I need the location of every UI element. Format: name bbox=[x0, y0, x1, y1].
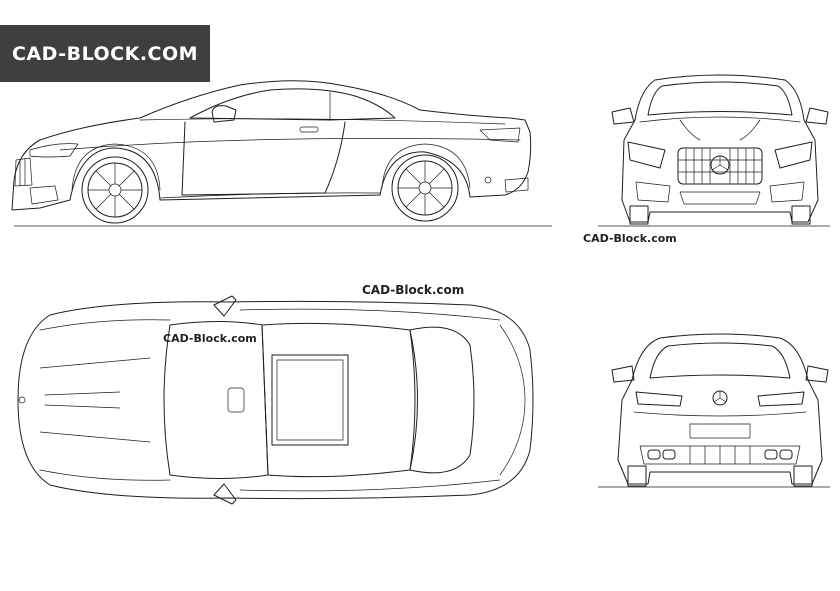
top-rear-window bbox=[409, 326, 475, 474]
rear-right-exhaust-1 bbox=[764, 449, 778, 460]
top-view bbox=[17, 295, 534, 505]
side-door bbox=[181, 121, 346, 196]
rear-left-mirror bbox=[611, 365, 635, 383]
side-rear-wheel bbox=[381, 143, 471, 222]
front-right-tyre bbox=[791, 205, 811, 225]
top-windshield bbox=[163, 321, 269, 479]
top-right-mirror bbox=[213, 483, 237, 505]
front-body-outline bbox=[621, 74, 819, 223]
top-roof bbox=[261, 322, 418, 478]
rear-body-outline bbox=[617, 333, 823, 485]
rear-right-tyre bbox=[793, 465, 813, 487]
front-left-headlight bbox=[627, 141, 666, 169]
front-right-headlight bbox=[774, 141, 813, 169]
side-view bbox=[11, 80, 552, 227]
front-right-mirror bbox=[805, 107, 829, 125]
front-grille bbox=[677, 147, 763, 185]
site-logo: CAD-BLOCK.COM bbox=[0, 25, 210, 82]
front-left-mirror bbox=[611, 107, 635, 125]
front-left-tyre bbox=[629, 205, 649, 225]
rear-view bbox=[598, 333, 830, 488]
top-body-outline bbox=[17, 300, 534, 500]
rear-left-exhaust-2 bbox=[662, 449, 676, 460]
watermark-middle: CAD-Block.com bbox=[362, 283, 465, 297]
rear-left-tyre bbox=[627, 465, 647, 487]
top-left-mirror bbox=[213, 295, 237, 317]
rear-left-taillight bbox=[635, 391, 683, 407]
front-view bbox=[598, 74, 830, 227]
watermark-front: CAD-Block.com bbox=[583, 232, 677, 245]
top-sunroof bbox=[271, 354, 349, 446]
rear-plate bbox=[689, 423, 751, 439]
front-windshield bbox=[647, 81, 793, 116]
rear-left-exhaust-1 bbox=[647, 449, 661, 460]
side-body-outline bbox=[11, 80, 532, 211]
rear-window bbox=[649, 342, 791, 379]
side-window bbox=[189, 88, 396, 121]
rear-right-taillight bbox=[757, 391, 805, 407]
rear-right-mirror bbox=[805, 365, 829, 383]
watermark-top: CAD-Block.com bbox=[163, 332, 257, 345]
rear-right-exhaust-2 bbox=[779, 449, 793, 460]
door-handle bbox=[299, 126, 319, 133]
side-front-wheel bbox=[71, 143, 161, 224]
side-mirror bbox=[211, 105, 237, 123]
